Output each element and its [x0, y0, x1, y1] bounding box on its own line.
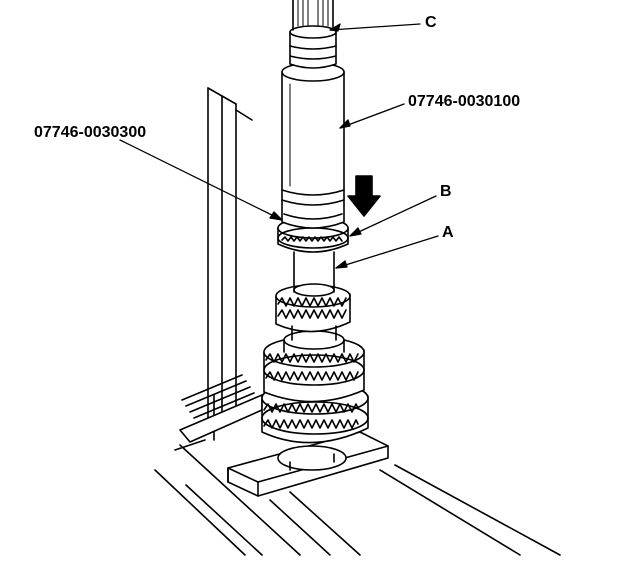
handle-c [289, 0, 337, 69]
press-direction-arrow [347, 175, 381, 217]
driver-tube [281, 62, 345, 229]
press-bed [154, 374, 561, 556]
label-tool-lower: 07746-0030300 [34, 124, 147, 141]
leader-tool-lower [119, 139, 283, 221]
support-plate [227, 431, 389, 497]
label-tool-upper: 07746-0030100 [408, 93, 521, 110]
label-b: B [440, 183, 452, 200]
gear-stack [261, 284, 369, 444]
shaft-a [291, 251, 337, 341]
press-frame [207, 87, 253, 441]
leader-b [349, 195, 437, 237]
leader-a [335, 235, 439, 269]
leader-c [329, 23, 421, 31]
label-c: C [425, 14, 437, 31]
leader-lines [119, 23, 439, 269]
leader-tool-upper [339, 103, 405, 129]
label-a: A [442, 224, 454, 241]
